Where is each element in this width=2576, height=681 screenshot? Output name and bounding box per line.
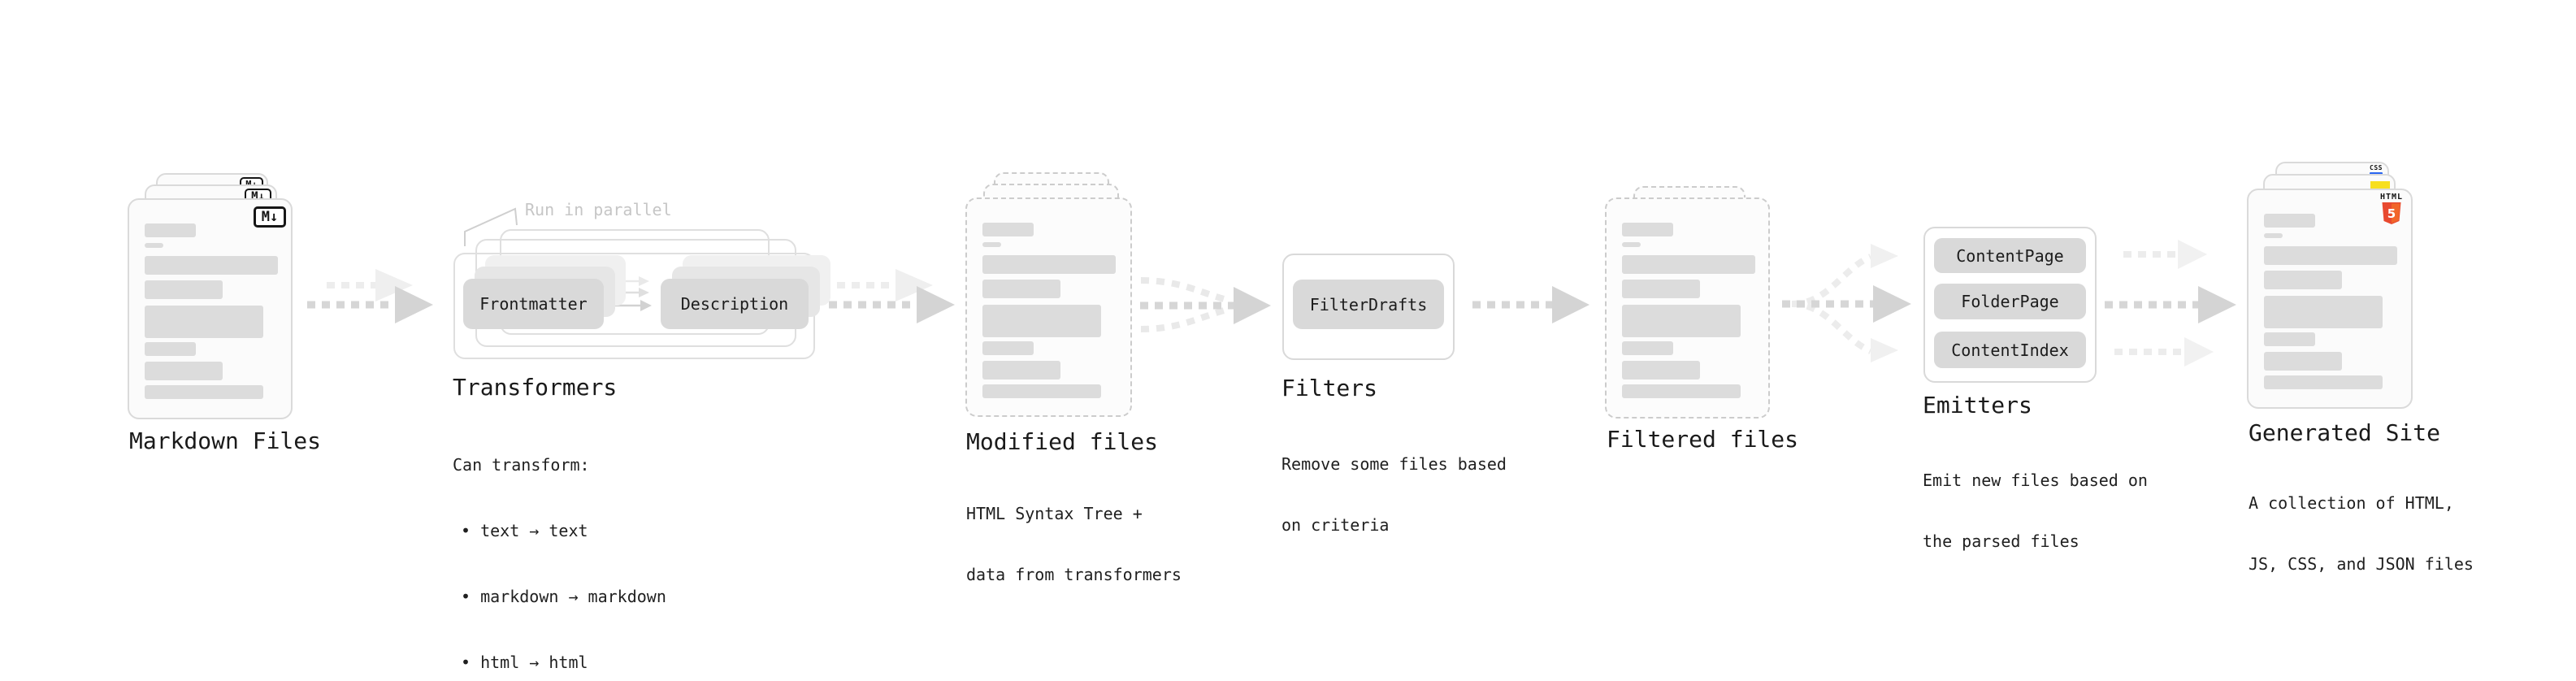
filters-description: Remove some files based on criteria bbox=[1281, 454, 1507, 535]
emitters-description: Emit new files based on the parsed files bbox=[1923, 471, 2148, 551]
generated-site-label: Generated Site bbox=[2249, 419, 2441, 446]
transformers-title: Transformers bbox=[453, 374, 618, 401]
filtered-files-label: Filtered files bbox=[1607, 426, 1799, 453]
js-badge-icon bbox=[2370, 181, 2390, 190]
transformers-bullet: • markdown → markdown bbox=[461, 587, 666, 606]
filterdrafts-filter-button: FilterDrafts bbox=[1293, 280, 1444, 329]
arrow-transformers-to-modified bbox=[829, 269, 955, 323]
arrow-markdown-to-transformers bbox=[307, 269, 433, 323]
html5-badge-icon: HTML 5 bbox=[2378, 193, 2405, 225]
markdown-files-label: Markdown Files bbox=[129, 427, 322, 454]
transformers-bullet: • html → html bbox=[461, 653, 588, 672]
markdown-icon: M↓ bbox=[254, 206, 286, 228]
arrow-emitters-to-generated bbox=[2105, 240, 2236, 367]
emitters-title: Emitters bbox=[1923, 392, 2032, 419]
contentindex-emitter-button: ContentIndex bbox=[1934, 332, 2086, 368]
frontmatter-transformer-button: Frontmatter bbox=[463, 279, 604, 329]
arrow-modified-to-filters bbox=[1140, 277, 1271, 332]
run-in-parallel-leader-line bbox=[464, 207, 518, 246]
svg-text:5: 5 bbox=[2387, 206, 2396, 221]
transformers-description: Can transform: • text → text • markdown … bbox=[453, 410, 666, 681]
transformers-desc-intro: Can transform: bbox=[453, 455, 590, 475]
generated-site-card: HTML 5 bbox=[2247, 189, 2413, 409]
generated-site-description: A collection of HTML, JS, CSS, and JSON … bbox=[2249, 493, 2474, 574]
modified-files-label: Modified files bbox=[966, 428, 1159, 455]
modified-files-card bbox=[965, 197, 1132, 417]
arrow-filtered-to-emitters bbox=[1782, 244, 1911, 362]
transformers-bullet: • text → text bbox=[461, 521, 588, 540]
filtered-files-card bbox=[1605, 197, 1770, 419]
modified-files-description: HTML Syntax Tree + data from transformer… bbox=[966, 504, 1182, 584]
markdown-files-card: M↓ bbox=[128, 198, 293, 419]
filters-title: Filters bbox=[1281, 375, 1378, 401]
description-transformer-button: Description bbox=[661, 279, 809, 329]
run-in-parallel-note: Run in parallel bbox=[525, 200, 672, 219]
folderpage-emitter-button: FolderPage bbox=[1934, 284, 2086, 319]
arrow-filters-to-filtered bbox=[1472, 286, 1589, 323]
contentpage-emitter-button: ContentPage bbox=[1934, 238, 2086, 273]
